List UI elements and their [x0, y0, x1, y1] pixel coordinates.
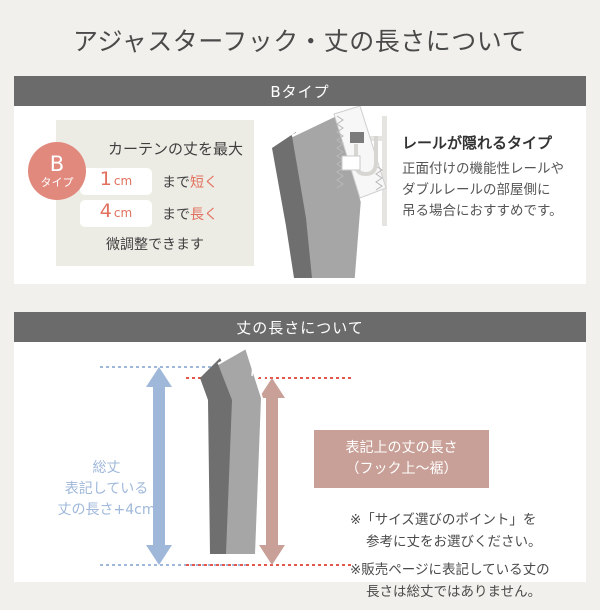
shorten-unit: cm: [113, 174, 133, 188]
lengthen-prefix: まで: [162, 206, 190, 223]
btype-description-line-3: 吊る場合におすすめです。: [402, 202, 563, 219]
btype-description: レールが隠れるタイプ 正面付けの機能性レールや ダブルレールの部屋側に 吊る場合…: [402, 132, 592, 222]
total-length-arrow: [146, 367, 172, 565]
lengthen-value-box: 4 cm: [80, 200, 152, 227]
panel-footer-text: 微調整できます: [106, 237, 204, 253]
btype-card-body: カーテンの丈を最大 1 cm まで短く 4 cm まで長く 微: [14, 106, 586, 284]
length-notes: ※「サイズ選びのポイント」を 参考に丈をお選びください。 ※販売ページに表記して…: [350, 510, 600, 610]
btype-card-header: Bタイプ: [14, 76, 586, 106]
pleat-stitch-right: [375, 165, 383, 191]
hook-string-3-icon: [259, 356, 266, 381]
shorten-number: 1: [99, 168, 112, 190]
btype-description-body: 正面付けの機能性レールや ダブルレールの部屋側に 吊る場合におすすめです。: [402, 159, 592, 222]
length-note-1-line-1: ※「サイズ選びのポイント」を: [350, 512, 537, 528]
rail-post-icon: [382, 116, 387, 226]
stated-length-box: 表記上の丈の長さ （フック上〜裾）: [314, 430, 489, 488]
btype-description-line-1: 正面付けの機能性レールや: [402, 161, 564, 177]
length-note-2: ※販売ページに表記している丈の 長さは総丈ではありません。: [350, 560, 600, 603]
shorten-value-box: 1 cm: [80, 168, 152, 195]
btype-info-panel: カーテンの丈を最大 1 cm まで短く 4 cm まで長く 微: [56, 120, 254, 266]
max-shorten-row: 1 cm まで短く: [80, 168, 218, 195]
lengthen-unit: cm: [113, 206, 133, 220]
length-curtain-front-panel: [218, 348, 262, 554]
max-lengthen-row: 4 cm まで長く: [80, 200, 218, 227]
length-note-2-line-1: ※販売ページに表記している丈の: [350, 562, 550, 579]
btype-description-title: レールが隠れるタイプ: [402, 134, 553, 152]
length-card: 丈の長さについて: [14, 312, 586, 600]
hook-slot-icon: [341, 155, 361, 171]
stated-length-arrow: [259, 378, 285, 565]
curtain-front-panel: [292, 114, 362, 278]
shorten-accent: 短く: [190, 174, 218, 191]
page-title: アジャスターフック・丈の長さについて: [72, 27, 527, 56]
btype-description-line-2: ダブルレールの部屋側に: [402, 181, 551, 198]
lengthen-accent: 長く: [190, 206, 218, 223]
stated-length-box-line-1: 表記上の丈の長さ: [345, 440, 458, 456]
hook-string-1-icon: [247, 351, 254, 377]
length-note-1: ※「サイズ選びのポイント」を 参考に丈をお選びください。: [350, 510, 600, 553]
shorten-prefix: まで: [162, 174, 190, 191]
total-length-label-line-2: 表記している: [64, 481, 149, 497]
lengthen-label: まで長く: [162, 204, 218, 224]
total-length-label-line-3: 丈の長さ+4cm: [57, 502, 156, 518]
length-note-2-line-2: 長さは総丈ではありません。: [366, 583, 542, 600]
badge-letter: B: [49, 152, 65, 176]
total-length-label: 総丈 表記している 丈の長さ+4cm: [34, 458, 179, 521]
badge-sublabel: タイプ: [40, 176, 74, 189]
btype-badge: B タイプ: [28, 142, 86, 200]
length-card-header: 丈の長さについて: [14, 312, 586, 342]
shorten-label: まで短く: [162, 172, 218, 192]
length-curtain-edge-highlight: [217, 346, 264, 555]
btype-card: Bタイプ カーテンの丈を最大 1 cm まで短く 4 cm まで: [14, 76, 586, 284]
pleat-stitch-left: [336, 115, 344, 189]
curtain-rail-illustration: [272, 106, 387, 279]
hook-string-2-icon: [253, 353, 260, 379]
length-note-1-line-2: 参考に丈をお選びください。: [366, 533, 542, 550]
length-dimension-diagram: [100, 366, 354, 566]
length-card-body: 総丈 表記している 丈の長さ+4cm 表記上の丈の長さ （フック上〜裾） ※「サ…: [14, 342, 586, 600]
hook-head-icon: [350, 132, 364, 143]
total-length-label-line-1: 総丈: [92, 460, 121, 476]
stated-length-box-line-2: （フック上〜裾）: [345, 461, 458, 477]
lengthen-number: 4: [99, 200, 112, 222]
curtain-length-illustration: [200, 346, 266, 555]
panel-heading: カーテンの丈を最大: [108, 140, 244, 158]
